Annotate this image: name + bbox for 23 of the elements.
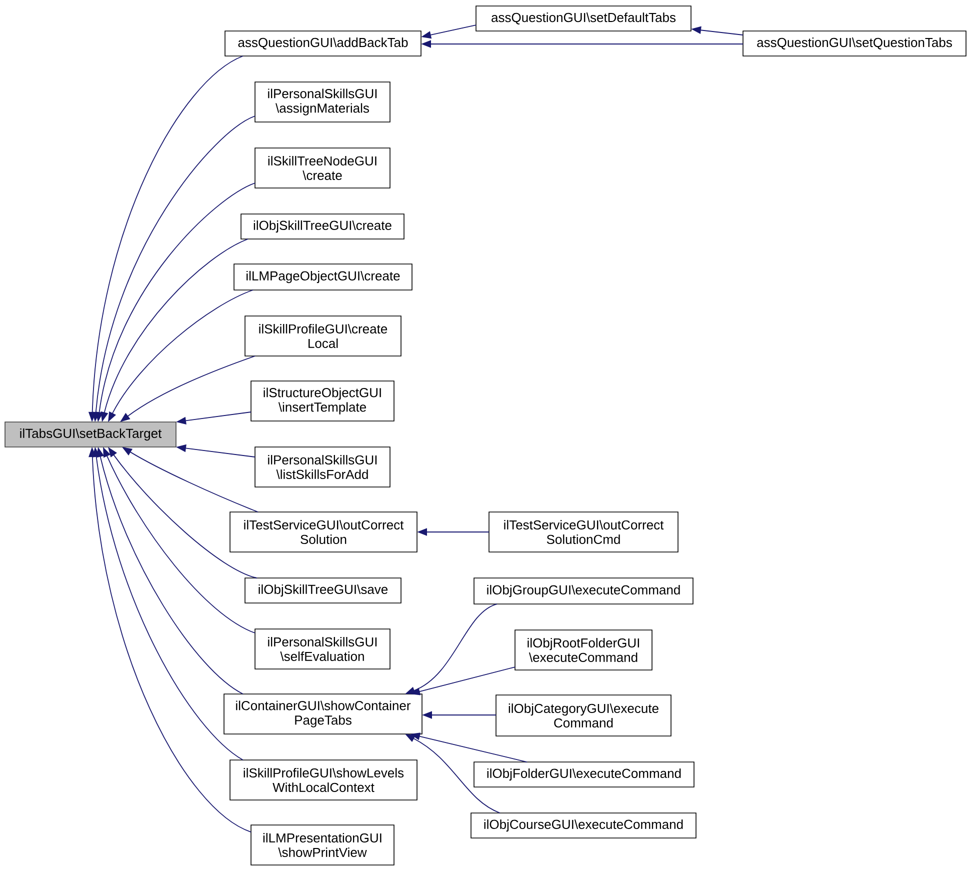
current-function-box: ilTabsGUI\setBackTarget: [4, 422, 176, 448]
function-box: ilObjRootFolderGUI \executeCommand: [514, 630, 652, 670]
function-box: ilPersonalSkillsGUI \selfEvaluation: [254, 628, 390, 670]
function-box: ilObjCourseGUI\executeCommand: [470, 812, 696, 838]
function-box: ilSkillTreeNodeGUI \create: [254, 148, 390, 188]
function-box: ilSkillProfileGUI\showLevels WithLocalContext: [230, 760, 418, 800]
function-box: ilObjFolderGUI\executeCommand: [474, 762, 694, 788]
function-box: ilStructureObjectGUI \insertTemplate: [250, 380, 394, 422]
function-box: ilObjSkillTreeGUI\create: [240, 214, 404, 240]
function-box: ilSkillProfileGUI\create Local: [244, 316, 402, 356]
function-box: ilObjCategoryGUI\execute Command: [496, 694, 672, 736]
function-box: ilPersonalSkillsGUI \listSkillsForAdd: [254, 446, 390, 488]
function-box: ilTestServiceGUI\outCorrect SolutionCmd: [488, 512, 678, 552]
function-box: ilObjSkillTreeGUI\save: [244, 578, 402, 604]
function-box: ilObjGroupGUI\executeCommand: [474, 578, 694, 604]
function-box: ilTestServiceGUI\outCorrect Solution: [230, 512, 418, 552]
function-box: ilContainerGUI\showContainer PageTabs: [224, 694, 422, 734]
function-box: ilPersonalSkillsGUI \assignMaterials: [254, 82, 390, 122]
function-box: assQuestionGUI\setDefaultTabs: [476, 6, 692, 32]
function-box: ilLMPageObjectGUI\create: [234, 264, 412, 290]
function-box: assQuestionGUI\setQuestionTabs: [742, 30, 966, 56]
function-box: ilLMPresentationGUI \showPrintView: [250, 824, 394, 866]
function-box: assQuestionGUI\addBackTab: [224, 30, 422, 56]
